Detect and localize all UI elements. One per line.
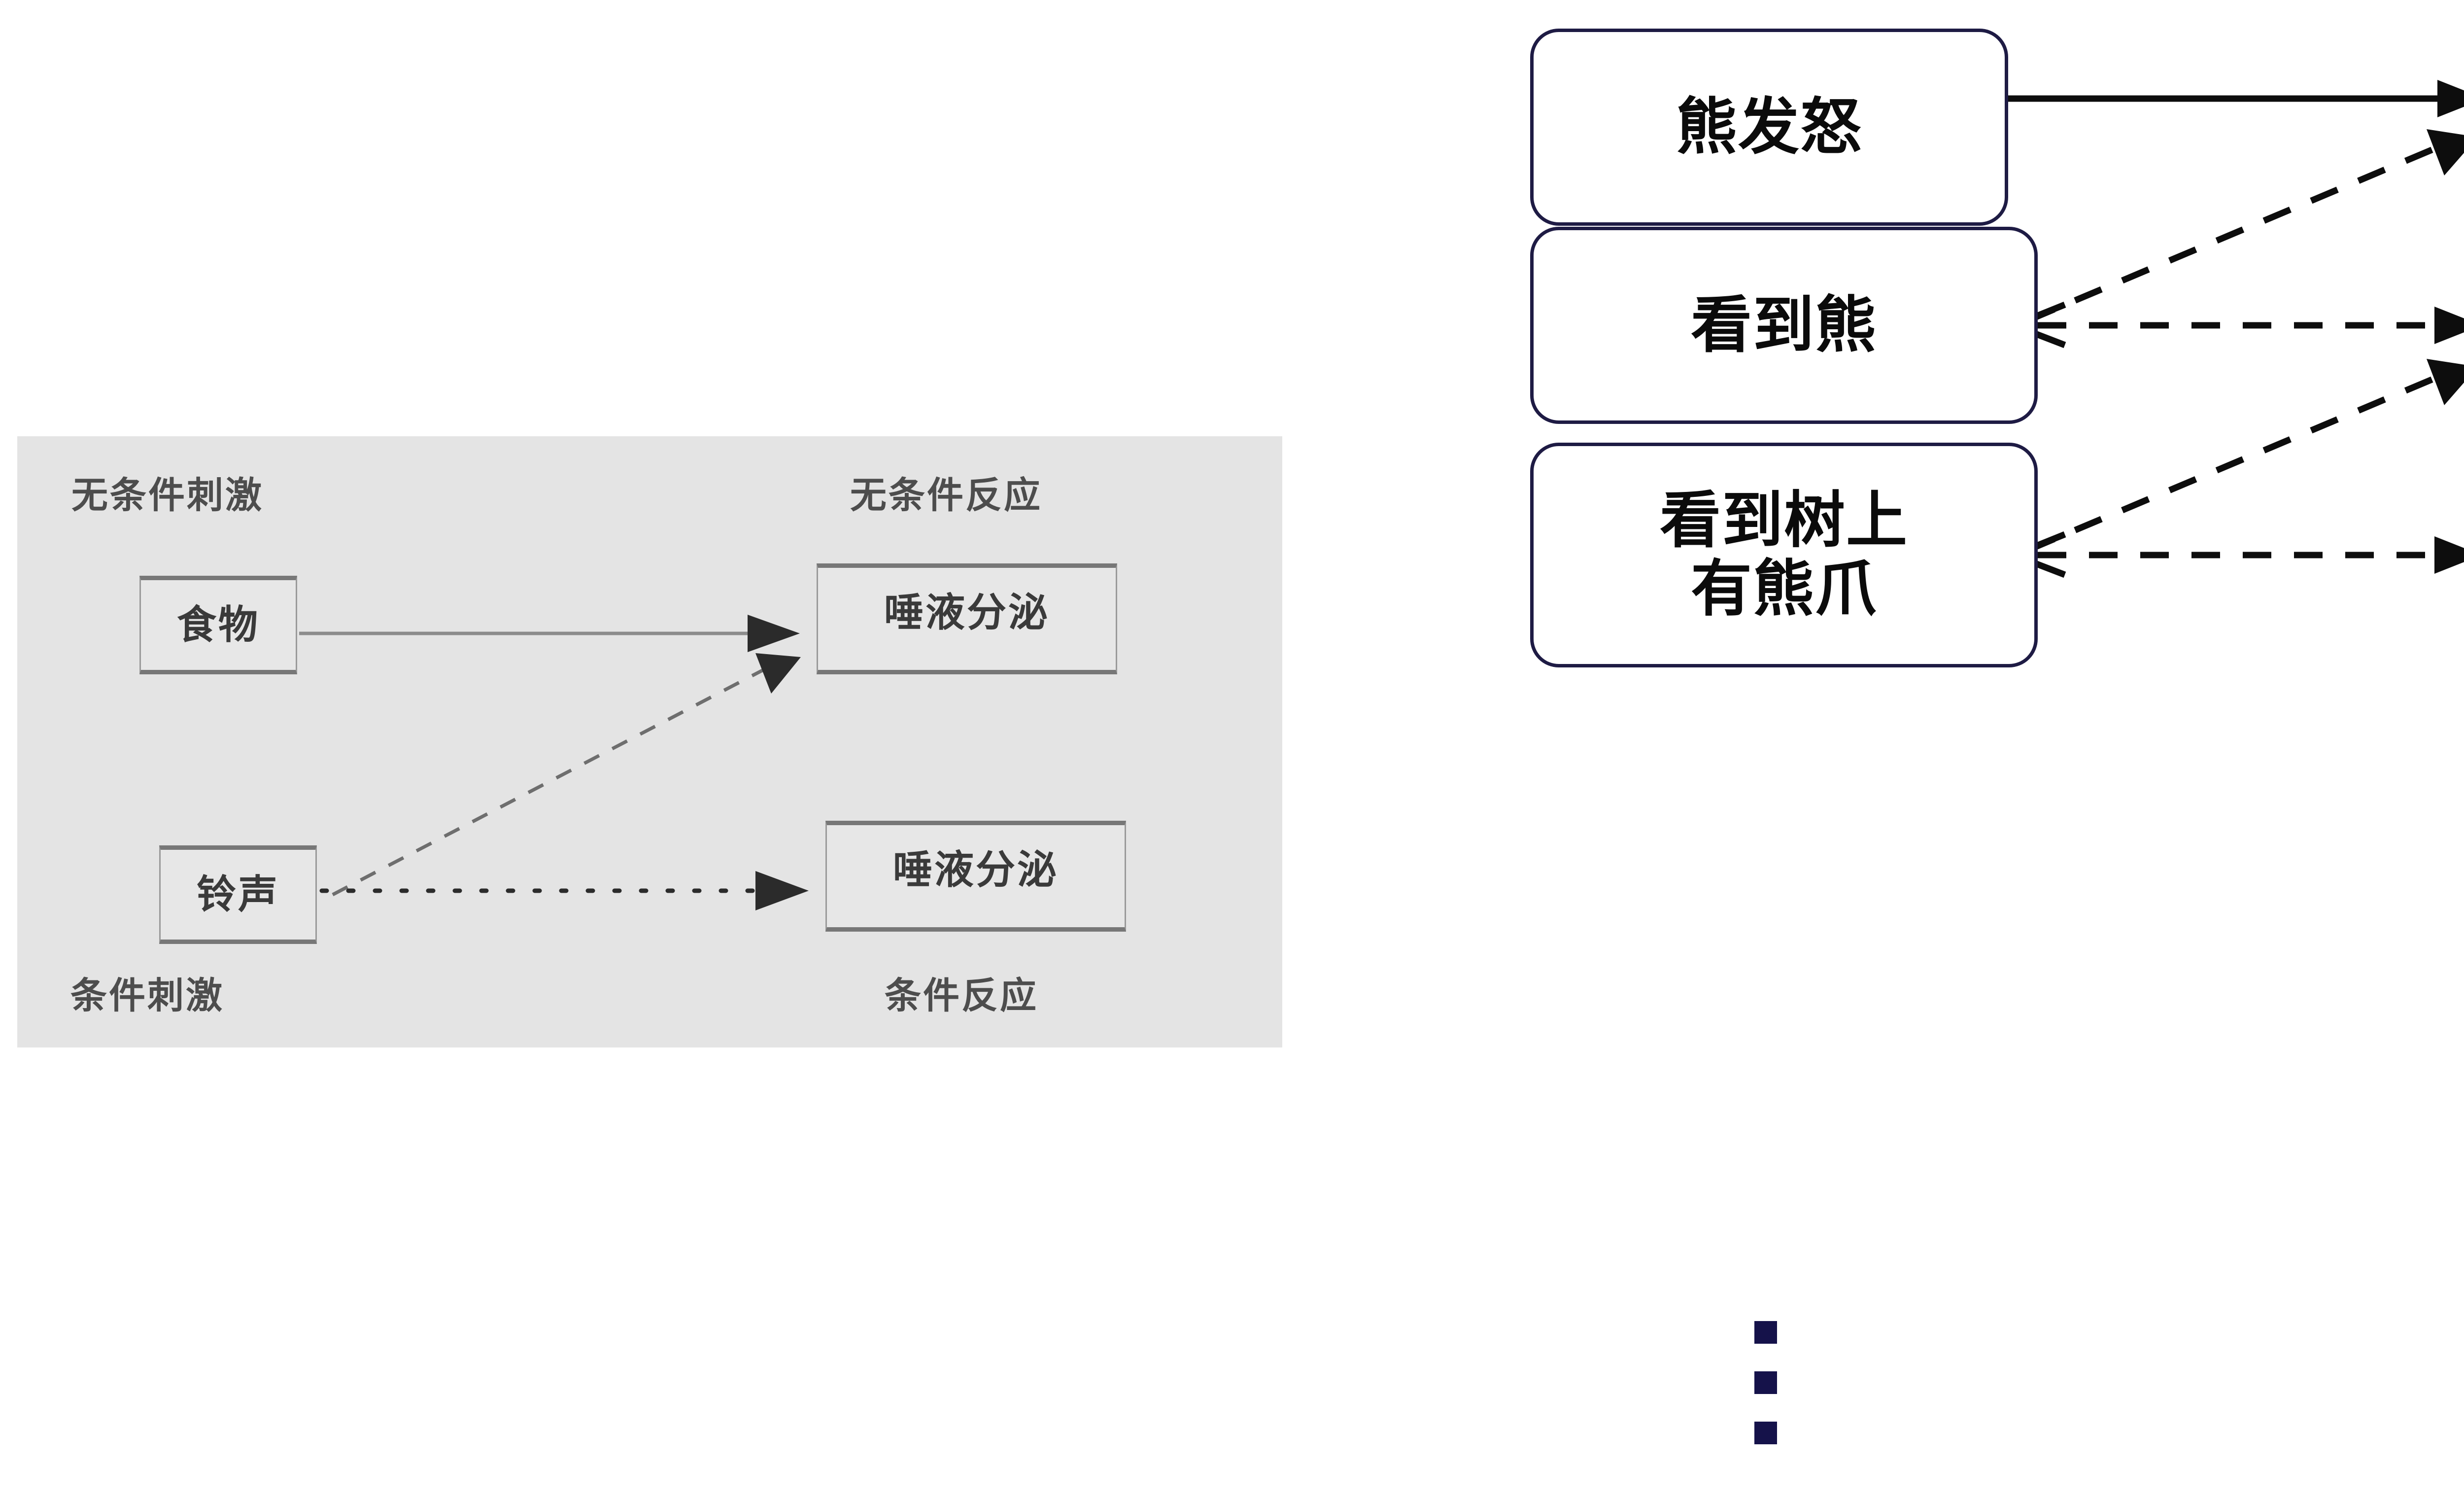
- box-bell-label: 铃声: [197, 872, 279, 917]
- pavlov-edges: [299, 615, 809, 910]
- ellipsis-square: [1754, 1371, 1777, 1394]
- label-conditioned-response: 条件反应: [885, 975, 1038, 1017]
- edge-see-bear-to-reward: [2026, 129, 2464, 323]
- label-conditioned-stimulus: 条件刺激: [70, 975, 224, 1017]
- ellipsis-square: [1754, 1422, 1777, 1444]
- edge-see-bear-to-v-s-next: [2005, 301, 2464, 349]
- edge-bell-to-cr: [319, 871, 809, 910]
- edge-bear-angry-to-reward: [2008, 80, 2464, 117]
- more-states-ellipsis: [1754, 1321, 1777, 1444]
- box-salivation-cr-label: 唾液分泌: [893, 847, 1059, 893]
- node-bear-angry[interactable]: 熊发怒: [1530, 29, 2008, 226]
- node-bear-angry-label: 熊发怒: [1676, 91, 1862, 163]
- edge-food-to-salivation: [299, 615, 800, 652]
- node-see-claw-label-line1: 看到树上: [1659, 485, 1908, 557]
- node-see-claw[interactable]: 看到树上 有熊爪: [1530, 443, 2038, 667]
- label-unconditioned-stimulus: 无条件刺激: [71, 474, 264, 517]
- node-see-bear[interactable]: 看到熊: [1530, 227, 2038, 424]
- edge-see-claw-to-v-s-next: [2026, 359, 2464, 553]
- box-bell: 铃声: [159, 845, 317, 944]
- node-see-claw-label-line2: 有熊爪: [1690, 554, 1877, 625]
- label-unconditioned-response: 无条件反应: [850, 474, 1042, 517]
- box-food: 食物: [139, 576, 297, 674]
- td-value-panel: 熊发怒 看到熊 看到树上 有熊爪 奖励 V(s′) V(s): [1429, 0, 2464, 1499]
- classical-conditioning-panel: 无条件刺激 无条件反应 条件刺激 条件反应 食物 唾液分泌 铃声 唾液分泌: [17, 436, 1282, 1047]
- ellipsis-square: [1754, 1321, 1777, 1344]
- box-salivation-ucr: 唾液分泌: [817, 563, 1117, 674]
- edge-bell-to-ucr: [332, 653, 801, 897]
- box-salivation-cr: 唾液分泌: [825, 821, 1126, 932]
- rl-edges: [2005, 80, 2464, 578]
- node-see-bear-label: 看到熊: [1690, 289, 1877, 361]
- box-salivation-ucr-label: 唾液分泌: [884, 590, 1050, 635]
- box-food-label: 食物: [177, 602, 260, 648]
- edge-see-claw-to-v-s: [2005, 531, 2464, 578]
